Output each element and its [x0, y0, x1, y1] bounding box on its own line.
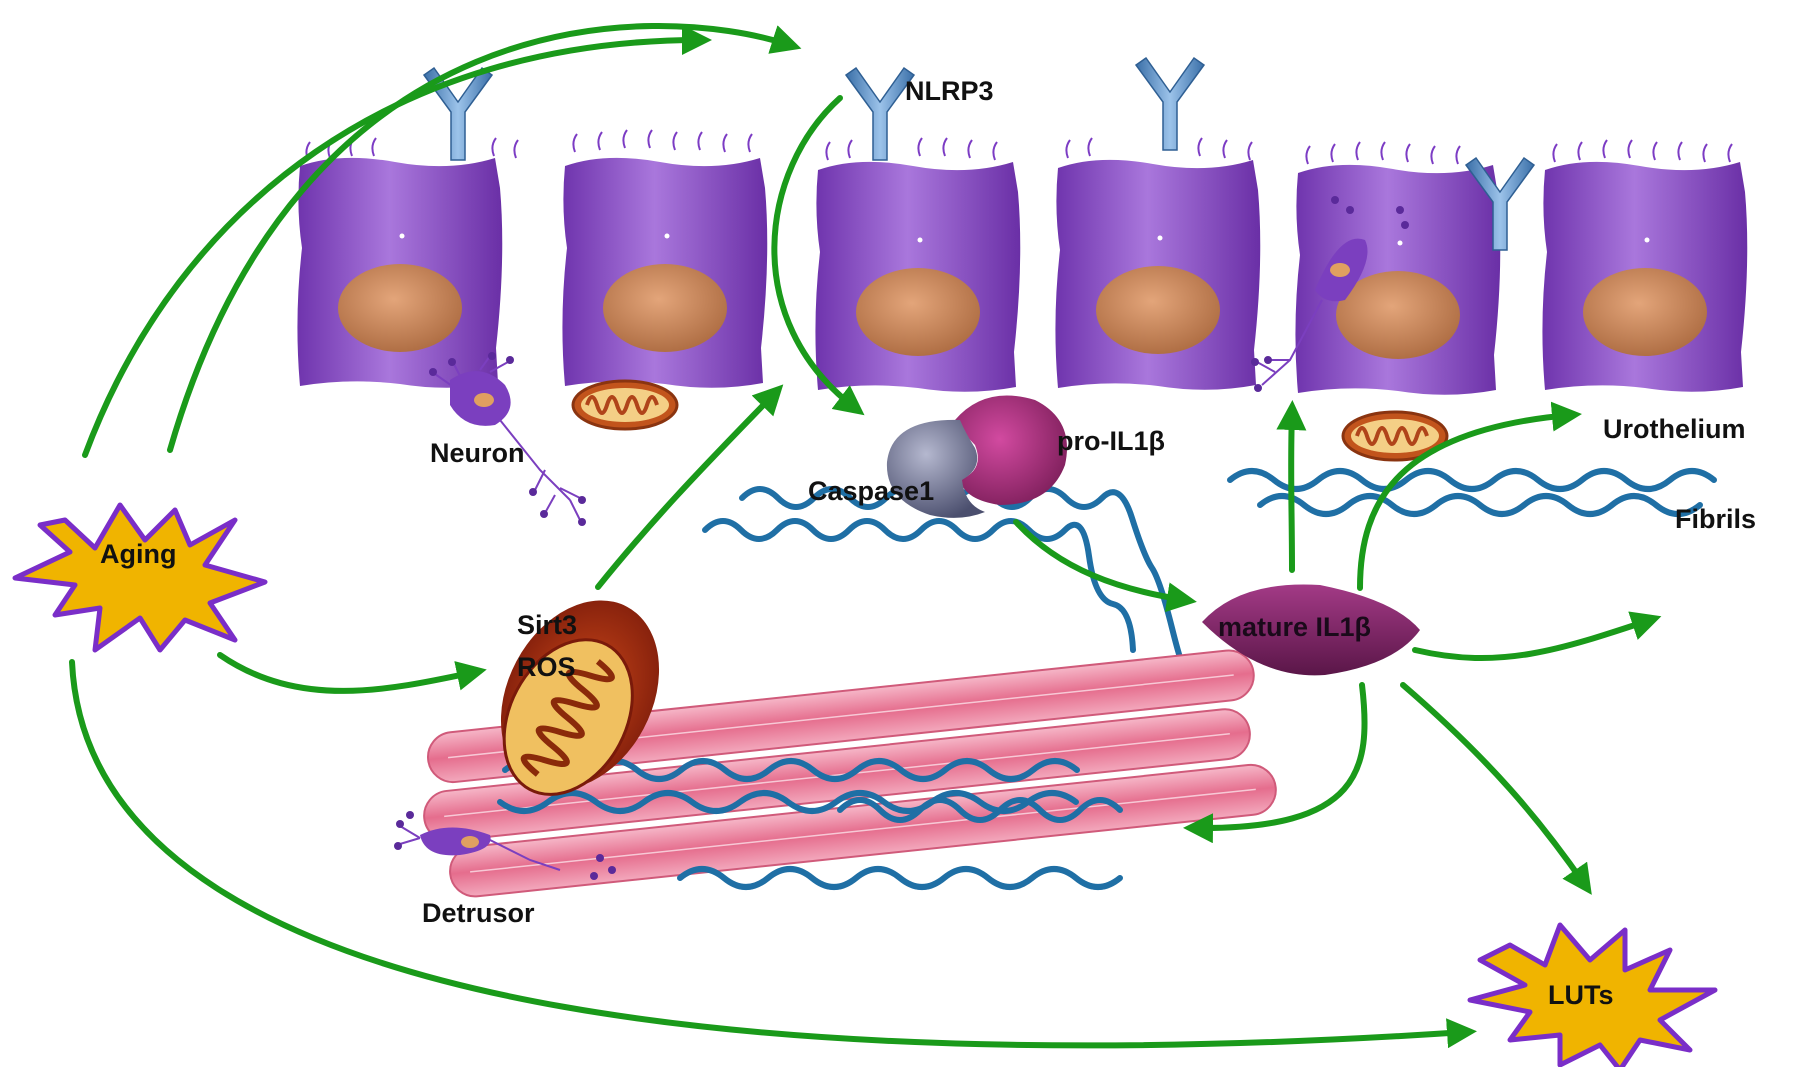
neuron-top-left [429, 352, 586, 526]
urothelial-cell [1542, 161, 1748, 392]
luts-star [1467, 922, 1718, 1067]
fibril [497, 790, 1079, 814]
urothelial-cell [562, 157, 768, 388]
label-ros: ROS [517, 652, 576, 682]
fibril [677, 866, 1123, 890]
arrow-sirt3-to-cells [595, 384, 784, 590]
arrow-aging-to-nlrp3 [167, 23, 802, 453]
label-pro-il1b: pro-IL1β [1057, 426, 1165, 456]
arrow-nlrp3-to-aging [82, 25, 712, 458]
urothelial-cell [297, 67, 503, 388]
label-nlrp3: NLRP3 [905, 76, 994, 106]
neuron-detrusor [394, 811, 616, 880]
label-neuron: Neuron [430, 438, 525, 468]
arrow-mature-to-detrusor [1183, 682, 1368, 844]
label-caspase1: Caspase1 [808, 476, 934, 506]
pathway-arrows [69, 23, 1662, 1049]
urothelium-cells [297, 57, 1748, 395]
label-aging: Aging [100, 539, 176, 569]
label-sirt3: Sirt3 [517, 610, 577, 640]
pro-il1b-shape [955, 395, 1067, 505]
urothelial-cell [1055, 57, 1261, 390]
fibril [702, 518, 1136, 653]
fibril [1227, 468, 1717, 492]
arrow-mature-to-luts [1400, 682, 1592, 895]
microvilli [305, 129, 1733, 165]
arrow-mature-to-fibrils [1412, 611, 1662, 661]
caspase1-pro-il1b-complex [886, 395, 1067, 518]
aging-star [12, 502, 268, 653]
arrow-aging-to-sirt3 [217, 652, 487, 694]
arrow-caspase1-to-mature [1013, 519, 1197, 613]
arrow-mature-to-cell [1276, 400, 1307, 573]
neuron-right [1251, 196, 1409, 392]
mitochondrion-large [500, 600, 660, 796]
label-mature-il1b: mature IL1β [1218, 612, 1371, 642]
arrow-mature-to-urothelium [1357, 401, 1582, 591]
label-detrusor: Detrusor [422, 898, 535, 928]
label-luts: LUTs [1548, 980, 1614, 1010]
fibril [837, 797, 1123, 823]
arrow-aging-to-luts [69, 659, 1477, 1049]
urothelial-cell [815, 67, 1021, 392]
arrow-nlrp3-to-caspase1 [771, 95, 865, 416]
mature-il1b-shape [1202, 584, 1420, 676]
label-fibrils: Fibrils [1675, 504, 1756, 534]
caspase1-shape [886, 419, 985, 518]
mitochondrion-small [571, 379, 679, 431]
label-urothelium: Urothelium [1603, 414, 1746, 444]
fibril [1257, 493, 1703, 517]
